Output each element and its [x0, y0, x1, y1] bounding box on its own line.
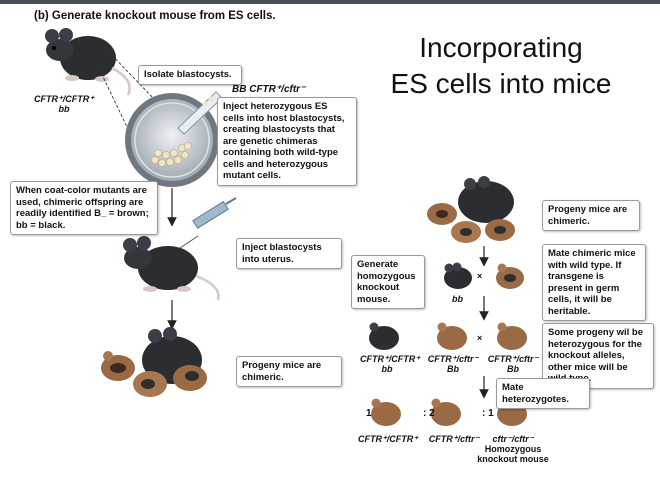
isolate-blastocysts-box: Isolate blastocysts.: [138, 65, 242, 85]
progeny-brown-mouse-1: [437, 322, 467, 350]
ratio-3: : 1: [482, 408, 494, 419]
donor-genotype-coat: bb: [58, 104, 70, 114]
row3-coat-3: Bb: [507, 364, 519, 374]
cross-symbol-1: ×: [477, 271, 483, 281]
row3-genotype-1: CFTR⁺/CFTR⁺: [360, 354, 420, 364]
figure-title: (b) Generate knockout mouse from ES cell…: [34, 10, 276, 22]
progeny-brown-mouse-2: [497, 322, 527, 350]
progeny-chimeric-box-right: Progeny mice are chimeric.: [542, 200, 640, 231]
final-genotype-3: cftr⁻/cftr⁻: [492, 434, 534, 444]
row3-coat-2: Bb: [447, 364, 459, 374]
slide-title-line-2: ES cells into mice: [390, 68, 612, 99]
donor-genotype: CFTR⁺/CFTR⁺ bb: [34, 94, 94, 114]
coat-color-note-box: When coat-color mutants are used, chimer…: [10, 181, 158, 235]
final-genotype-2: CFTR⁺/cftr⁻: [428, 434, 480, 444]
generate-homozygous-box: Generate homozygous knockout mouse.: [351, 255, 425, 309]
micropipette: [177, 91, 223, 135]
top-bar: [0, 0, 660, 4]
es-cell-genotype: BB CFTR⁺/cftr⁻: [232, 84, 306, 95]
row3-coat-1: bb: [381, 364, 393, 374]
row3-label-3: CFTR⁺/cftr⁻ Bb: [486, 354, 540, 374]
row3-genotype-3: CFTR⁺/cftr⁻: [487, 354, 539, 364]
cross-symbol-2: ×: [477, 333, 483, 343]
chimeric-pups-left: [101, 327, 207, 397]
row3-label-1: CFTR⁺/CFTR⁺ bb: [360, 354, 420, 374]
mate-heterozygotes-box: Mate heterozygotes.: [496, 378, 590, 409]
final-mouse-2: [431, 398, 461, 426]
host-black-mouse: [123, 236, 220, 301]
ratio-2: : 2: [423, 408, 435, 419]
donor-black-mouse: [45, 28, 131, 96]
homozygous-caption-line-1: Homozygous: [484, 444, 542, 454]
dash-line: [104, 47, 156, 101]
row3-genotype-2: CFTR⁺/cftr⁻: [427, 354, 479, 364]
final-genotype-1: CFTR⁺/CFTR⁺: [358, 434, 418, 444]
ratio-1: 1: [366, 408, 372, 419]
progeny-chimeric-box-left: Progeny mice are chimeric.: [236, 356, 342, 387]
slide-title-line-1: Incorporating: [419, 32, 583, 63]
final-mouse-1: [371, 398, 401, 426]
chimeric-pups-right: [427, 176, 515, 243]
inject-es-cells-box: Inject heterozygous ES cells into host b…: [217, 97, 357, 186]
wild-type-black-mouse: [444, 262, 472, 289]
donor-genotype-cftr: CFTR⁺/CFTR⁺: [34, 94, 94, 104]
homozygous-caption-line-2: knockout mouse: [477, 454, 549, 464]
progeny-black-mouse: [369, 322, 399, 350]
wild-type-genotype: bb: [452, 294, 463, 304]
slide-title: Incorporating ES cells into mice: [372, 30, 630, 102]
row3-label-2: CFTR⁺/cftr⁻ Bb: [426, 354, 480, 374]
final-genotype-3-group: cftr⁻/cftr⁻ Homozygous knockout mouse: [474, 434, 552, 464]
chimeric-mouse: [496, 263, 524, 289]
mate-chimeric-box: Mate chimeric mice with wild type. If tr…: [542, 244, 646, 321]
dash-line: [94, 59, 139, 151]
syringe-icon: [179, 197, 237, 249]
inject-uterus-box: Inject blastocysts into uterus.: [236, 238, 342, 269]
